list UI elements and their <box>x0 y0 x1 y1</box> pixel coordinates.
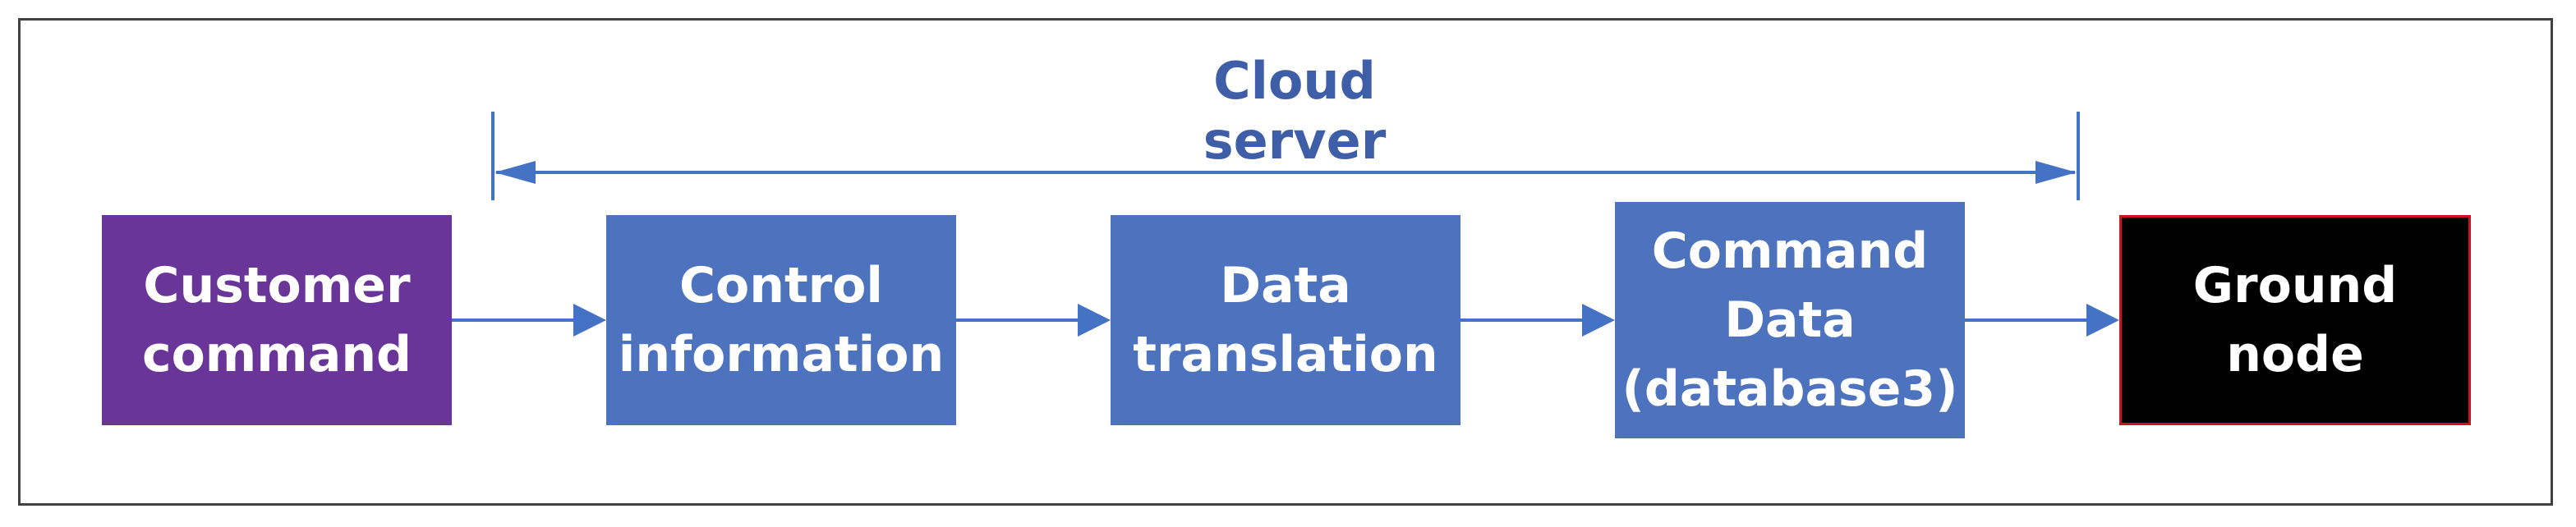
data-translation-box: Data translation <box>1111 215 1460 425</box>
control-information-box: Control information <box>606 215 956 425</box>
customer-command-box: Customer command <box>102 215 452 425</box>
arrowhead-translation-to-commanddata <box>1582 304 1615 337</box>
arrowhead-control-to-translation <box>1078 304 1111 337</box>
arrowhead-customer-to-control <box>573 304 606 337</box>
span-arrow-left <box>494 161 536 184</box>
arrowhead-commanddata-to-ground <box>2086 304 2119 337</box>
cloud-server-title: Cloud server <box>1203 51 1387 171</box>
command-data-box: Command Data (database3) <box>1615 202 1965 438</box>
cloud-server-span <box>491 112 2080 200</box>
span-arrow-right <box>2036 161 2077 184</box>
flow-arrows <box>452 304 2119 337</box>
ground-node-box: Ground node <box>2119 215 2471 425</box>
